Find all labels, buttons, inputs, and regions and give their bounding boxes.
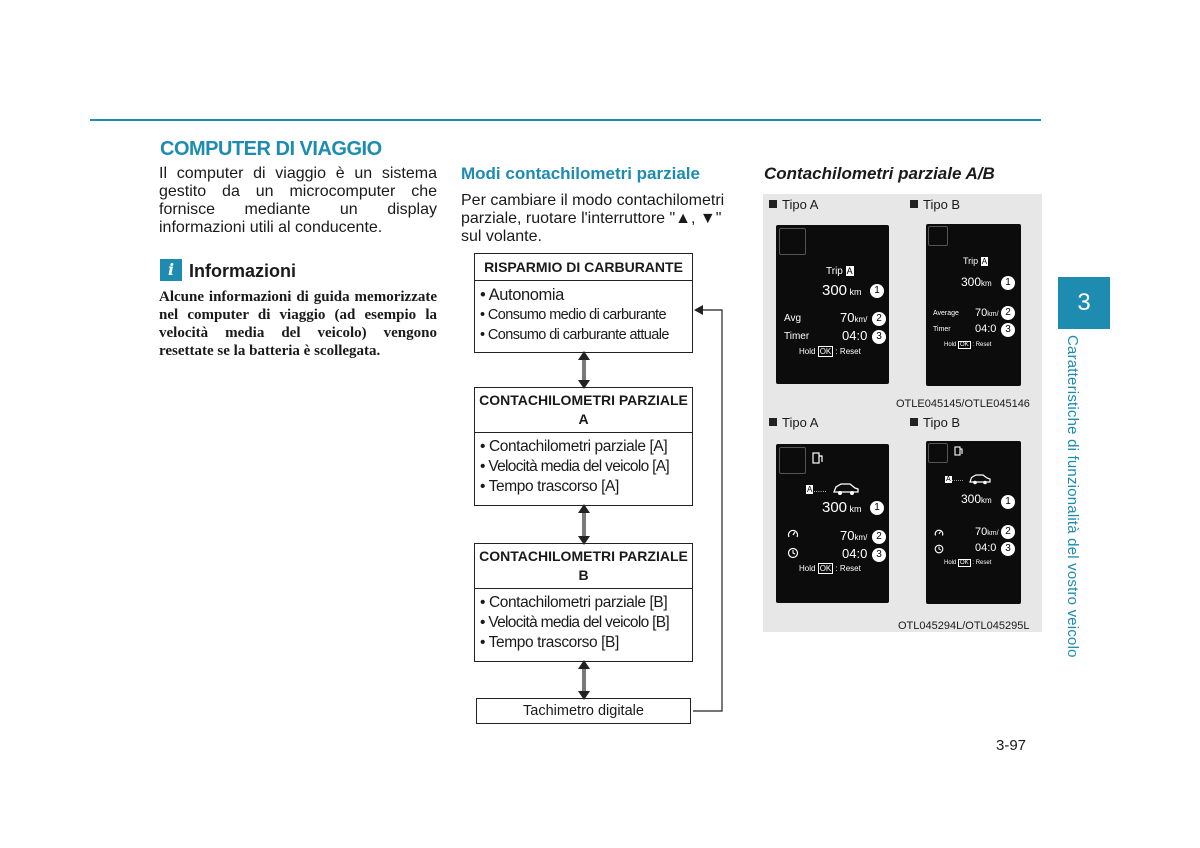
cluster-screen: Trip A 300 km 1 Avg 70km/ 2 Timer 04:0 3… [776,225,889,384]
cluster-screen: A...... 300km 1 70km/ 2 04:0 3 Hold OK :… [926,441,1021,604]
callout-2: 2 [872,312,886,326]
list-item: Contachilometri parziale [B] [480,593,692,613]
flow-connectors [578,305,723,712]
square-bullet-icon [769,418,777,426]
label-tipo-a: Tipo A [769,415,818,430]
intro-paragraph: Il computer di viaggio è un sistema gest… [159,165,437,236]
flow-box-fuel: RISPARMIO DI CARBURANTE Autonomia Consum… [474,253,693,353]
speed-gauge-icon [934,529,944,536]
chapter-title-vertical: Caratteristiche di funzionalità del vost… [1064,335,1081,658]
callout-2: 2 [1001,306,1015,320]
header-rule [90,119,1041,121]
list-item: Autonomia [480,285,692,305]
flow-box-list: Contachilometri parziale [A] Velocità me… [475,433,692,497]
speed-gauge-icon [787,529,799,538]
flow-box-list: Autonomia Consumo medio di carburante Co… [475,281,692,345]
screen-icon-slot [779,228,806,255]
list-item: Contachilometri parziale [A] [480,437,692,457]
callout-3: 3 [1001,323,1015,337]
flow-box-header: RISPARMIO DI CARBURANTE [475,254,692,281]
chapter-tab: 3 [1058,277,1110,329]
label-tipo-b: Tipo B [910,197,960,212]
callout-1: 1 [870,501,884,515]
screen-icon-slot [928,443,948,463]
info-paragraph: Alcune informazioni di guida memorizzate… [159,289,437,359]
cluster-screen: A...... 300 km 1 70km/ 2 04:0 3 Hold OK … [776,444,889,603]
list-item: Tempo trascorso [A] [480,477,692,497]
list-item: Consumo medio di carburante [480,305,692,325]
list-item: Consumo di carburante attuale [480,325,692,345]
car-icon [969,474,991,485]
callout-3: 3 [872,330,886,344]
info-icon: i [160,259,182,281]
callout-1: 1 [1001,276,1015,290]
square-bullet-icon [769,200,777,208]
callout-1: 1 [1001,495,1015,509]
car-icon [833,483,859,495]
section-title: COMPUTER DI VIAGGIO [160,138,382,160]
callout-2: 2 [1001,525,1015,539]
figure-title: Contachilometri parziale A/B [764,164,995,183]
screen-icon-slot [779,447,806,474]
flow-box-trip-b: CONTACHILOMETRI PARZIALE B Contachilomet… [474,543,693,662]
list-item: Tempo trascorso [B] [480,633,692,653]
callout-3: 3 [872,548,886,562]
info-title: Informazioni [189,261,296,281]
cluster-screen: Trip A 300km 1 Average 70km/ 2 Timer 04:… [926,224,1021,386]
figure-code: OTLE045145/OTLE045146 [896,398,1030,410]
square-bullet-icon [910,418,918,426]
callout-1: 1 [870,284,884,298]
figure-code: OTL045294L/OTL045295L [898,620,1030,632]
page-number: 3-97 [996,737,1027,754]
callout-2: 2 [872,530,886,544]
list-item: Velocità media del veicolo [B] [480,613,692,633]
screen-icon-slot [928,226,948,246]
flow-box-header: CONTACHILOMETRI PARZIALE A [475,388,692,433]
clock-icon [934,544,944,554]
fuel-pump-icon [812,452,823,464]
flow-box-trip-a: CONTACHILOMETRI PARZIALE A Contachilomet… [474,387,693,506]
list-item: Velocità media del veicolo [A] [480,457,692,477]
flow-box-list: Contachilometri parziale [B] Velocità me… [475,589,692,653]
fuel-pump-icon [954,446,963,456]
modes-title: Modi contachilometri parziale [461,164,700,183]
modes-paragraph: Per cambiare il modo contachilometri par… [461,192,725,245]
square-bullet-icon [910,200,918,208]
clock-icon [787,547,799,559]
callout-3: 3 [1001,542,1015,556]
label-tipo-a: Tipo A [769,197,818,212]
label-tipo-b: Tipo B [910,415,960,430]
flow-box-header: CONTACHILOMETRI PARZIALE B [475,544,692,589]
